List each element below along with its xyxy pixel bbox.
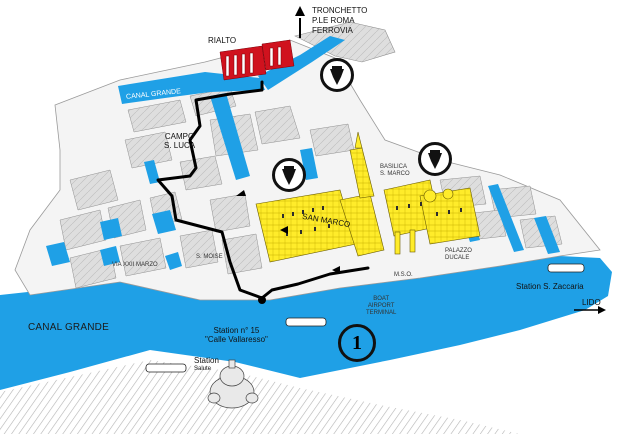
route-arrows xyxy=(236,190,340,274)
basilica-label: BASILICA S. MARCO xyxy=(380,164,410,177)
canal-grande-top-2 xyxy=(258,36,345,90)
boat-airport-terminal-label: BOAT AIRPORT TERMINAL xyxy=(366,296,397,316)
san-moise-label: S. MOISE xyxy=(196,254,223,260)
mso-label: M.S.O. xyxy=(394,272,413,278)
boats xyxy=(145,263,585,373)
station-salute-label: Station Salute xyxy=(194,356,219,372)
palazzo-windows xyxy=(282,202,462,236)
tronchetto-label: TRONCHETTO P.LE ROMA FERROVIA xyxy=(312,6,368,35)
vaporetto-stop-icon xyxy=(320,58,354,92)
east-arrow-icon xyxy=(598,306,606,314)
route-number: 1 xyxy=(352,331,362,354)
north-island xyxy=(294,21,396,63)
station-15-dot xyxy=(258,296,266,304)
palazzo-ducale-label: PALAZZO DUCALE xyxy=(445,248,472,261)
san-marco-landmarks xyxy=(255,131,481,263)
giudecca-land xyxy=(0,360,520,434)
small-canals xyxy=(46,93,560,270)
station-15-label: Station n° 15 "Calle Vallaresso" xyxy=(205,326,268,344)
salute-church xyxy=(207,359,259,409)
lido-label: LIDO xyxy=(582,298,601,307)
canal-grande-top xyxy=(118,72,265,104)
rialto-label: RIALTO xyxy=(208,36,237,45)
route-number-badge: 1 xyxy=(338,324,376,362)
vaporetto-stop-icon xyxy=(418,142,452,176)
canal-grande-bottom-label: CANAL GRANDE xyxy=(28,322,109,333)
campo-san-luca-label: CAMPO S. LUCA xyxy=(164,132,196,150)
north-arrow-icon xyxy=(295,6,305,16)
vaporetto-stop-icon xyxy=(272,158,306,192)
station-zaccaria-label: Station S. Zaccaria xyxy=(516,282,584,291)
rialto-bridge-area xyxy=(219,39,295,81)
via-xxii-marzo-label: VIA XXII MARZO xyxy=(112,262,158,268)
walking-route xyxy=(156,80,370,300)
